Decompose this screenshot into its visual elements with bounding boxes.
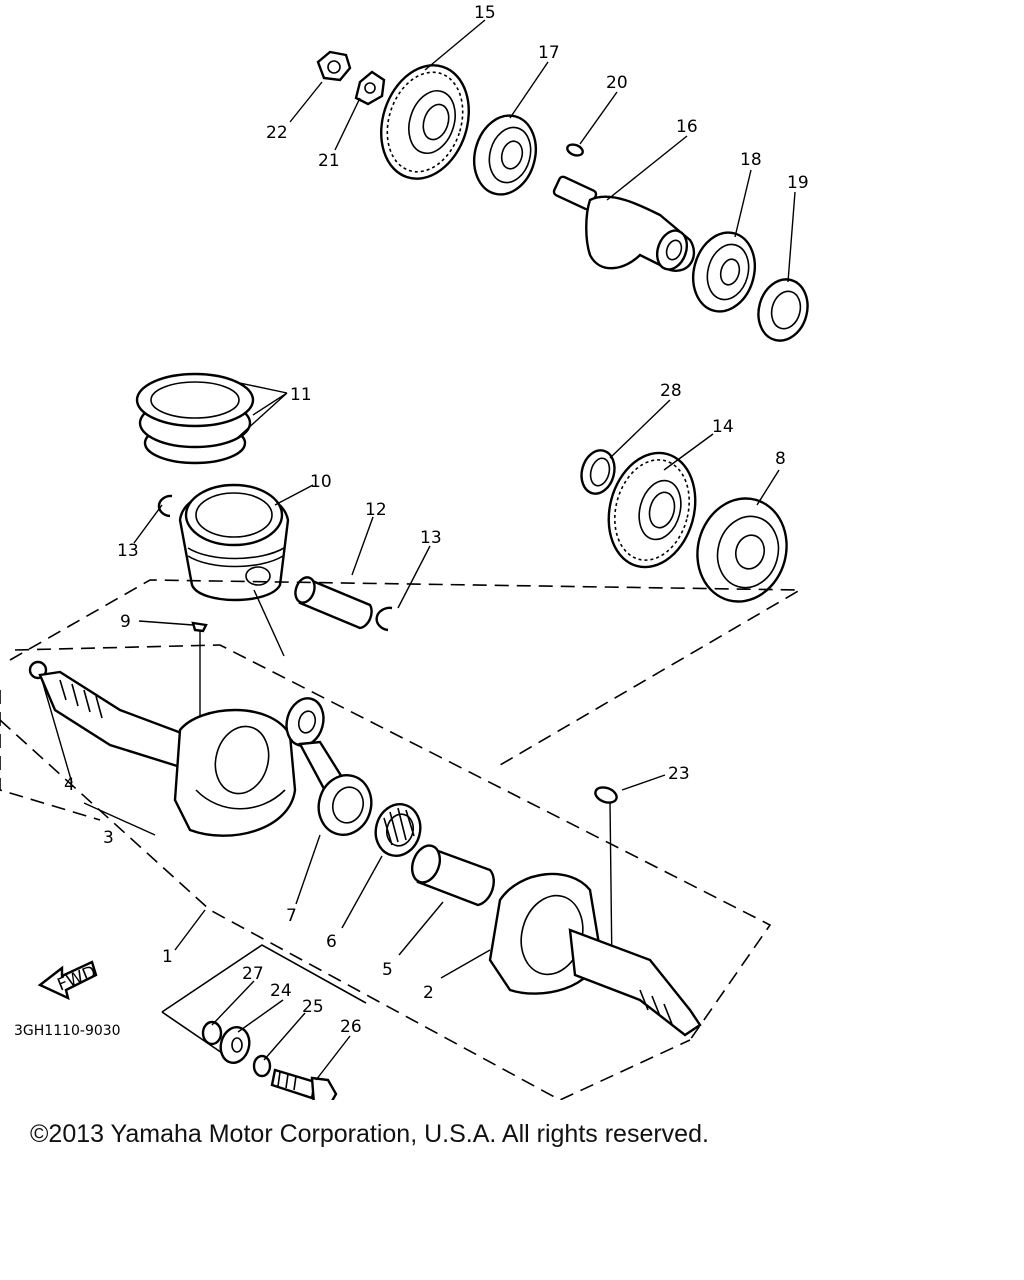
oil-seal-19 <box>757 278 809 342</box>
balancer-drive-gear-15 <box>380 64 470 180</box>
lock-washer-21 <box>354 70 386 106</box>
callout-19: 19 <box>787 173 809 193</box>
fwd-arrow-icon: FWD <box>37 960 99 1001</box>
callout-9: 9 <box>120 612 131 632</box>
callout-25: 25 <box>302 997 324 1017</box>
callout-28: 28 <box>660 381 682 401</box>
callout-1: 1 <box>162 947 173 967</box>
diagram-code: 3GH1110-9030 <box>14 1023 121 1039</box>
circlip-28 <box>580 449 616 495</box>
piston-pin-12 <box>294 576 373 630</box>
lock-washer-25 <box>252 1054 272 1078</box>
crankshaft-exploded-diagram: FWD 15 17 20 1 <box>0 3 809 1100</box>
callout-4: 4 <box>64 775 75 795</box>
callout-23: 23 <box>668 764 690 784</box>
bolt-26 <box>270 1068 338 1100</box>
callout-15: 15 <box>474 3 496 23</box>
woodruff-key-20 <box>566 143 584 157</box>
balancer-shaft-16 <box>552 175 696 272</box>
callout-24: 24 <box>270 981 292 1001</box>
woodruff-key-23 <box>594 786 618 971</box>
connecting-rod-7 <box>285 697 373 836</box>
callout-27: 27 <box>242 964 264 984</box>
circlip-13-left <box>157 494 173 518</box>
callout-5: 5 <box>382 960 393 980</box>
bearing-18 <box>692 231 756 313</box>
callout-7: 7 <box>286 906 297 926</box>
circlip-13-right <box>375 606 393 632</box>
callout-14: 14 <box>712 417 734 437</box>
callout-21: 21 <box>318 151 340 171</box>
crank-pin-5 <box>410 844 495 907</box>
crank-assembly-outline <box>0 579 803 1100</box>
callout-8: 8 <box>775 449 786 469</box>
nut-22 <box>316 50 352 82</box>
callout-17: 17 <box>538 43 560 63</box>
piston-rings-11 <box>135 372 255 465</box>
callout-11: 11 <box>290 385 312 405</box>
piston-10 <box>178 483 290 602</box>
callout-26: 26 <box>340 1017 362 1037</box>
callout-20: 20 <box>606 73 628 93</box>
fastener-outline <box>161 944 367 1056</box>
callout-12: 12 <box>365 500 387 520</box>
callout-16: 16 <box>676 117 698 137</box>
bearing-17 <box>473 114 537 196</box>
callout-2: 2 <box>423 983 434 1003</box>
bearing-8 <box>696 497 788 603</box>
callout-10: 10 <box>310 472 332 492</box>
callout-13-right: 13 <box>420 528 442 548</box>
leader-lines <box>41 19 796 1081</box>
callout-6: 6 <box>326 932 337 952</box>
balancer-driven-gear-14 <box>607 451 697 569</box>
washer-24 <box>219 1026 251 1064</box>
callout-13-left: 13 <box>117 541 139 561</box>
callout-22: 22 <box>266 123 288 143</box>
needle-bearing-6 <box>374 803 422 857</box>
callout-3: 3 <box>103 828 114 848</box>
woodruff-key-9 <box>191 621 208 730</box>
callout-labels: 15 17 20 16 18 19 22 21 11 10 12 13 13 2… <box>14 3 809 1039</box>
crankshaft-left-3 <box>38 670 297 837</box>
callout-18: 18 <box>740 150 762 170</box>
o-ring-27 <box>201 1020 223 1046</box>
crankshaft-right-2 <box>488 872 702 1037</box>
copyright-notice: ©2013 Yamaha Motor Corporation, U.S.A. A… <box>30 1120 709 1148</box>
